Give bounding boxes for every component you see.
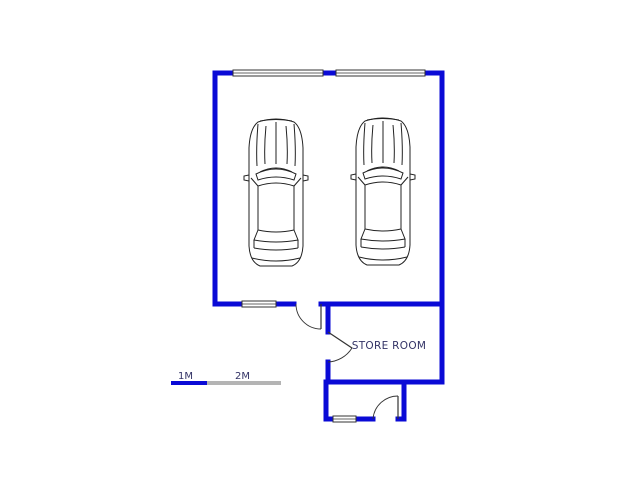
scale-bar: 1M 2M (171, 371, 281, 385)
car-top-view-icon (350, 117, 416, 266)
passage-walls (323, 379, 407, 422)
garage-walls (212, 70, 445, 307)
room-label-store-room: STORE ROOM (352, 340, 427, 352)
door-swing-icon (295, 303, 322, 330)
window-top-right (335, 69, 426, 77)
store-room-walls (325, 301, 445, 385)
window-top-left (232, 69, 324, 77)
window-garage-bottom (241, 300, 277, 308)
door-swing-icon (372, 395, 399, 420)
car-top-view-icon (243, 118, 309, 267)
door-swing-icon (327, 331, 353, 363)
scale-label-1m: 1M (178, 371, 193, 382)
window-passage (332, 415, 357, 423)
scale-label-2m: 2M (235, 371, 250, 382)
